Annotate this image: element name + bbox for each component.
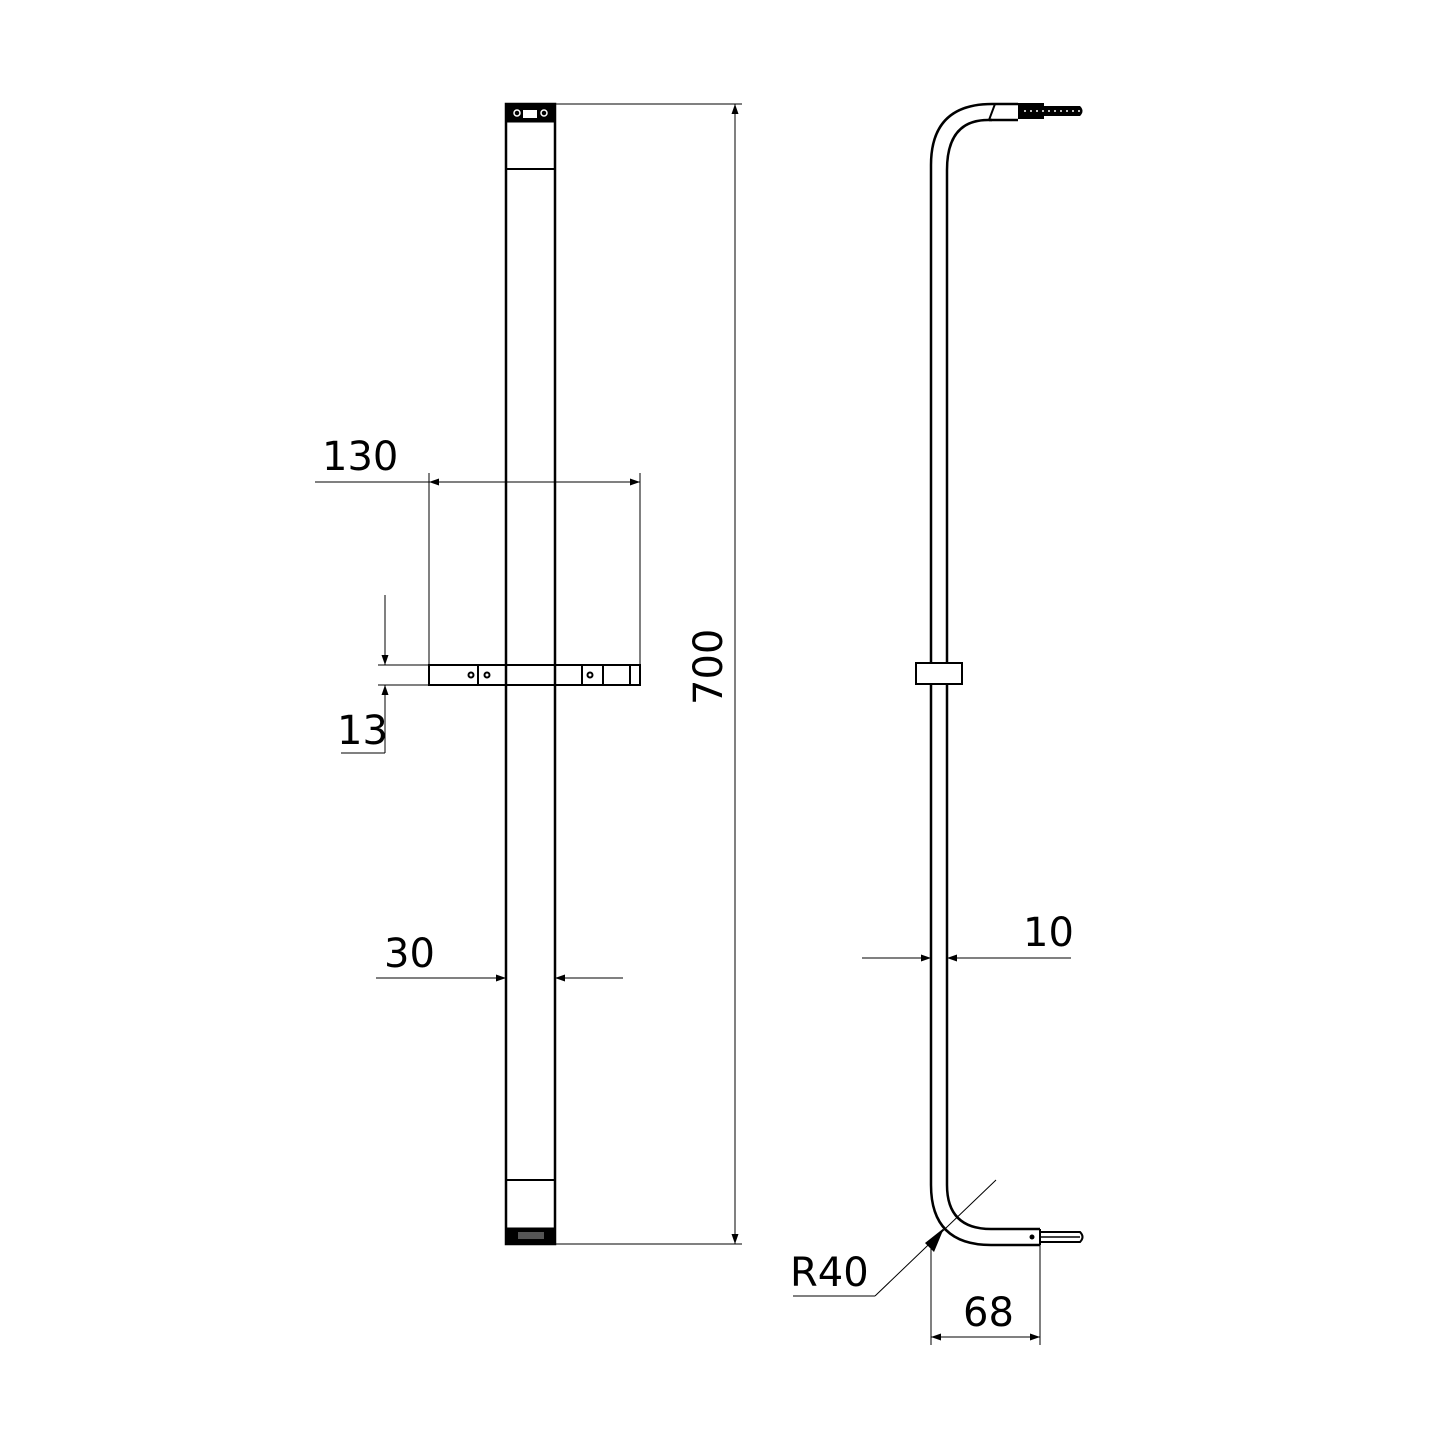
dimension-bend-radius <box>793 1179 997 1297</box>
label-30: 30 <box>384 931 435 977</box>
dimension-wall-offset <box>930 1245 1041 1345</box>
slider-holder <box>428 664 641 686</box>
bottom-pin <box>1040 1231 1084 1243</box>
label-700: 700 <box>686 629 732 705</box>
label-13: 13 <box>337 708 388 754</box>
side-tube-outer <box>929 102 995 1185</box>
label-10: 10 <box>1023 910 1074 956</box>
side-bend-outer <box>929 1184 1040 1247</box>
dimension-holder-thickness <box>341 595 429 754</box>
dimension-total-height <box>555 103 742 1245</box>
label-68: 68 <box>963 1290 1014 1336</box>
side-slider <box>915 662 963 685</box>
front-view <box>315 102 742 1246</box>
side-tube-inner <box>945 118 992 1185</box>
label-130: 130 <box>322 434 398 480</box>
side-bend-inner <box>945 1184 1040 1231</box>
top-screw <box>1044 106 1083 116</box>
label-r40: R40 <box>790 1250 869 1296</box>
dimension-holder-width <box>315 473 641 665</box>
side-view <box>793 102 1084 1345</box>
